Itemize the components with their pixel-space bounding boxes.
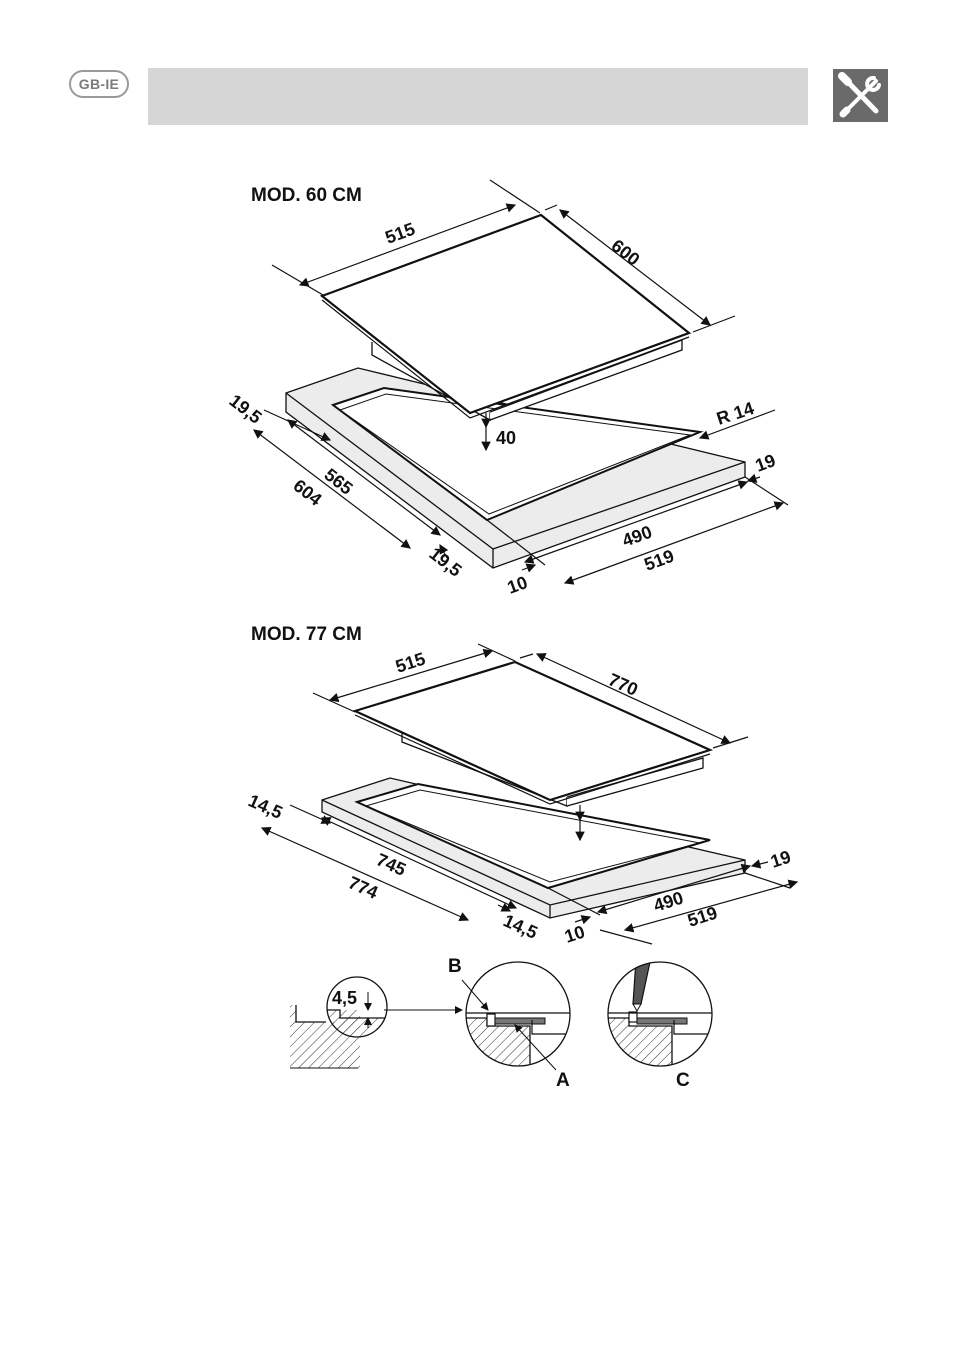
hob-77-drawing bbox=[322, 662, 745, 918]
dim-77-hob-depth: 770 bbox=[605, 669, 641, 699]
dim-60-margin-left-top: 19,5 bbox=[226, 390, 266, 427]
dim-60-worktop-depth: 519 bbox=[642, 546, 677, 575]
dim-77-margin-front: 10 bbox=[562, 922, 587, 947]
label-c: C bbox=[676, 1070, 690, 1091]
detail-step-depth: 4,5 bbox=[332, 988, 357, 1008]
dim-60-cutout-length: 565 bbox=[321, 464, 357, 498]
dim-77-margin-right: 19 bbox=[768, 847, 793, 872]
dim-77-worktop-depth: 519 bbox=[685, 902, 720, 930]
detail-c-silicone bbox=[604, 960, 717, 1070]
dim-60-hob-height: 40 bbox=[496, 428, 516, 448]
detail-b-a bbox=[462, 962, 575, 1070]
label-b: B bbox=[448, 956, 462, 977]
dim-77-worktop-length: 774 bbox=[345, 872, 381, 902]
dim-77-margin-left-bottom: 14,5 bbox=[500, 910, 540, 943]
dim-60-margin-right: 19 bbox=[753, 450, 779, 476]
dim-60-corner-radius: R 14 bbox=[714, 398, 756, 429]
dim-60-margin-left-bottom: 19,5 bbox=[426, 543, 466, 580]
dim-77-cutout-length: 745 bbox=[373, 849, 409, 879]
dim-77-margin-left-top: 14,5 bbox=[245, 790, 285, 823]
dim-60-margin-front: 10 bbox=[505, 572, 531, 598]
detail-step-profile bbox=[290, 977, 462, 1068]
dim-60-hob-depth: 600 bbox=[608, 235, 644, 269]
hob-60-drawing bbox=[286, 215, 745, 568]
label-a: A bbox=[556, 1070, 570, 1091]
